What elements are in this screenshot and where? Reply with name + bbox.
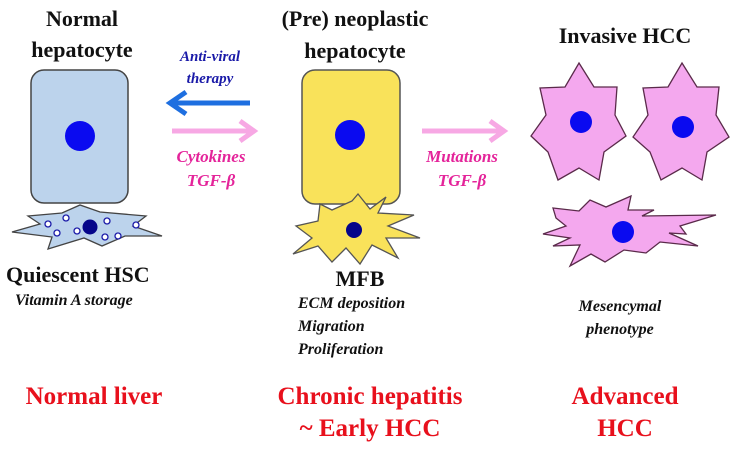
invasive-hcc-cell-mesenchymal [542, 194, 717, 268]
invasive-hcc-cell-2 [632, 61, 730, 182]
cytokines-arrow [172, 118, 259, 144]
antiviral-label-line2: therapy [186, 71, 234, 87]
mfb-feature-ecm-deposition: ECM deposition [298, 295, 406, 312]
antiviral-arrow [165, 89, 250, 117]
stage-advanced-hcc: HCC [597, 415, 653, 442]
mutations-arrow [422, 118, 509, 144]
mfb-feature-proliferation: Proliferation [298, 341, 384, 358]
stage-normal-liver: Normal liver [25, 383, 163, 410]
neoplastic-hepatocyte-title-line2: hepatocyte [304, 38, 406, 63]
mutations-tgf-beta-label: TGF-β [437, 171, 487, 190]
cytokines-label: Cytokines [176, 147, 246, 166]
mutations-label: Mutations [426, 147, 498, 166]
invasive-hcc-cell-1 [530, 61, 627, 182]
normal-hepatocyte-title-line2: hepatocyte [31, 37, 133, 62]
normal-hepatocyte-title-line1: Normal [45, 6, 119, 31]
normal-hepatocyte-cell [30, 69, 129, 204]
mfb-feature-migration: Migration [298, 318, 365, 335]
stage-early-hcc: ~ Early HCC [299, 415, 441, 442]
vitamin-a-storage-label: Vitamin A storage [15, 292, 133, 309]
stage-advanced: Advanced [571, 383, 679, 410]
mfb-label: MFB [335, 266, 385, 291]
neoplastic-hepatocyte-cell [301, 69, 401, 205]
stage-chronic-hepatitis: Chronic hepatitis [277, 383, 463, 410]
neoplastic-hepatocyte-title-line1: (Pre) neoplastic [281, 6, 429, 31]
quiescent-hsc-cell [11, 204, 163, 250]
invasive-hcc-title: Invasive HCC [558, 23, 692, 48]
mfb-cell [292, 192, 421, 266]
mesenchymal-phenotype-line1: Mesencymal [578, 298, 662, 315]
antiviral-label-line1: Anti-viral [179, 49, 240, 65]
mesenchymal-phenotype-line2: phenotype [586, 321, 654, 338]
quiescent-hsc-label: Quiescent HSC [6, 262, 150, 287]
cytokines-tgf-beta-label: TGF-β [186, 171, 236, 190]
